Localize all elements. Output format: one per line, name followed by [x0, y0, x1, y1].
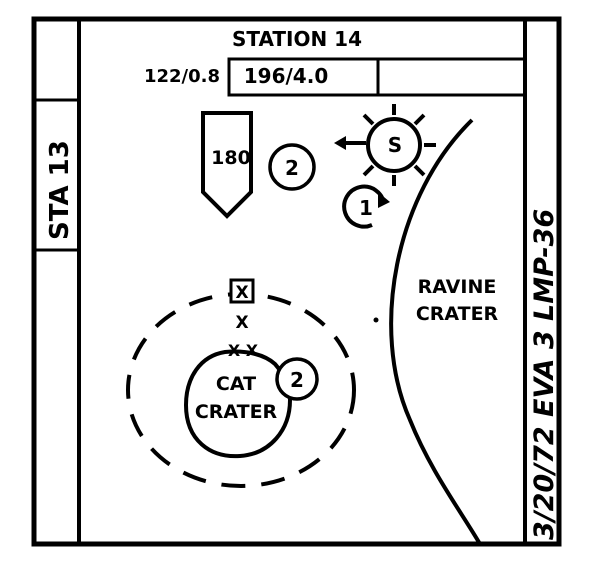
- marker-circle-2-upper: [268, 143, 316, 191]
- cat-crater-rim: [183, 349, 293, 459]
- heading-marker-shape: [201, 111, 253, 219]
- marker-circle-1-label: 1: [359, 196, 373, 220]
- marker-circle-1: [342, 184, 386, 229]
- cat-label-line2: CRATER: [195, 401, 278, 423]
- sun-icon: [334, 104, 436, 186]
- marker-circle-1-arrow-icon: [378, 192, 390, 208]
- marker-circle-2-lower-label: 2: [290, 368, 304, 392]
- bearing-left-label: 122/0.8: [144, 66, 220, 87]
- boxed-x-marker: [229, 278, 255, 304]
- ravine-label-line2: CRATER: [416, 303, 499, 325]
- station-title: STATION 14: [232, 27, 362, 51]
- ravine-crater-rim: [389, 118, 482, 546]
- right-strip-label: 3/20/72 EVA 3 LMP-36: [529, 209, 560, 540]
- bearing-box-value: 196/4.0: [244, 64, 328, 88]
- cat-label-line1: CAT: [216, 373, 256, 395]
- sun-label: S: [388, 133, 402, 157]
- marker-circle-2-lower: [275, 357, 319, 401]
- marker-circle-2-upper-label: 2: [285, 156, 299, 180]
- heading-marker-value: 180: [211, 147, 251, 169]
- sample-dot: [373, 317, 379, 323]
- ravine-label-line1: RAVINE: [418, 276, 497, 298]
- left-strip-label: STA 13: [45, 140, 75, 240]
- cross-mark: X: [235, 313, 248, 333]
- boxed-x-label: X: [235, 283, 248, 303]
- map-frame: [31, 16, 562, 547]
